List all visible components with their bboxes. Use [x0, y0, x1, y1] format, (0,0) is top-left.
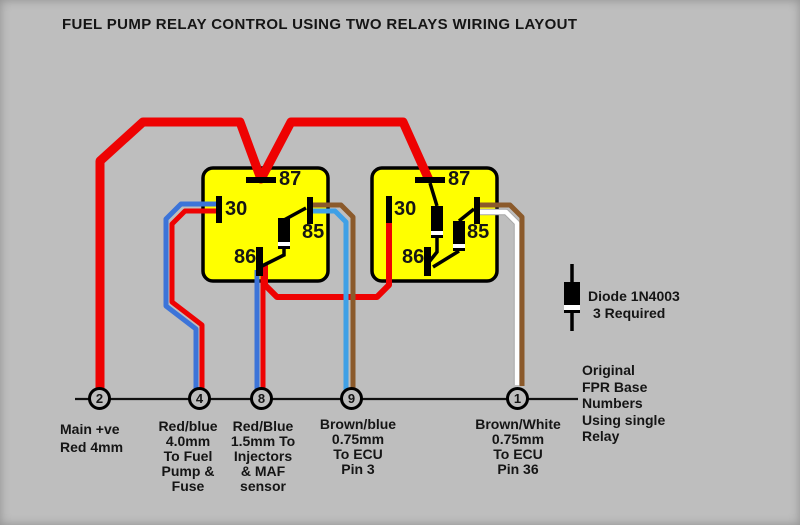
terminal-2-label-line: Main +ve	[60, 421, 120, 437]
relay-1-pin-87-label: 87	[279, 168, 302, 190]
terminal-1-label-line: Brown/White	[475, 416, 561, 432]
diode-legend-line2: 3 Required	[593, 305, 666, 321]
terminal-2-label: Main +ve Red 4mm	[60, 421, 180, 456]
relay-1-diode-85-86	[261, 206, 307, 268]
terminal-9-label-line: Brown/blue	[319, 416, 397, 432]
wire-red-main-feed	[95, 117, 434, 390]
terminal-9-label-line: 0.75mm	[331, 431, 385, 447]
fpr-note-line: Relay	[582, 428, 620, 444]
terminal-1-circle: 1	[506, 387, 529, 410]
relay-1-pin-85-label: 85	[302, 221, 325, 243]
terminal-8-label-line: & MAF	[240, 463, 286, 479]
terminal-2-label-line: Red 4mm	[60, 438, 124, 455]
terminal-8-label-line: sensor	[240, 478, 286, 494]
relay-2-pin-30-label: 30	[394, 198, 417, 220]
relay-2-pin-87-bar	[415, 177, 445, 183]
terminal-8-label-line: 1.5mm To	[230, 433, 296, 449]
relay-2-pin-30-bar	[386, 196, 392, 223]
terminal-4-label-line: To Fuel	[163, 448, 213, 464]
fpr-note-line: Numbers	[582, 395, 643, 411]
fpr-note-line: Original	[582, 362, 635, 378]
terminal-9-label: Brown/blue 0.75mm To ECU Pin 3	[303, 417, 413, 477]
relay-1-pin-30-bar	[216, 196, 222, 223]
relay-1-pin-30-label: 30	[225, 198, 248, 220]
terminal-4-label: Red/blue 4.0mm To Fuel Pump & Fuse	[133, 419, 243, 494]
wire-brown-relay2-85-to-terminal-1	[480, 202, 525, 386]
terminal-8-label-line: Injectors	[233, 448, 293, 464]
terminal-2-number: 2	[95, 391, 104, 406]
relay-1-pin-86-bar	[256, 247, 263, 276]
terminal-9-number: 9	[347, 391, 356, 406]
wire-brown-relay1-85-to-terminal-9	[313, 202, 356, 390]
terminal-9-circle: 9	[340, 387, 363, 410]
relay-2-pin-85-label: 85	[467, 221, 490, 243]
terminal-9-label-line: To ECU	[333, 446, 383, 462]
wire-blue-relay1-30-to-terminal-4	[163, 201, 216, 390]
wire-blue-relay1-85-to-terminal-9	[313, 208, 349, 390]
terminal-4-label-line: Red/blue	[158, 418, 218, 434]
terminal-1-label-line: Pin 36	[497, 461, 539, 477]
relay-2-pin-85-bar	[474, 197, 480, 224]
relay-2-diode-87-86	[427, 182, 443, 264]
terminal-2-circle: 2	[88, 387, 111, 410]
fpr-note-line: FPR Base	[582, 378, 648, 395]
relay-2-pin-86-label: 86	[402, 246, 425, 268]
terminal-1-label-line: To ECU	[493, 446, 543, 462]
terminal-4-circle: 4	[188, 387, 211, 410]
terminal-8-circle: 8	[250, 387, 273, 410]
wire-red-relay1-30-to-terminal-4	[169, 208, 216, 390]
terminal-8-label: Red/Blue 1.5mm To Injectors & MAF sensor	[208, 419, 318, 494]
relay-1-pin-85-bar	[307, 197, 313, 224]
terminal-8-label-line: Red/Blue	[232, 418, 294, 434]
terminal-4-label-line: Pump &	[161, 463, 215, 479]
diagram-title: FUEL PUMP RELAY CONTROL USING TWO RELAYS…	[62, 16, 578, 33]
terminal-1-label-line: 0.75mm	[491, 431, 545, 447]
relay-1-pin-86-label: 86	[234, 246, 257, 268]
terminal-4-number: 4	[195, 391, 204, 406]
relay-2-diode-85-86	[432, 207, 476, 269]
terminal-1-number: 1	[513, 391, 522, 406]
terminal-8-number: 8	[257, 391, 266, 406]
diode-legend-line1: Diode 1N4003	[588, 288, 680, 304]
terminal-9-label-line: Pin 3	[341, 461, 375, 477]
relay-2-pin-86-bar	[424, 247, 431, 276]
terminal-1-label: Brown/White 0.75mm To ECU Pin 36	[463, 417, 573, 477]
relay-2-pin-87-label: 87	[448, 168, 471, 190]
terminal-4-label-line: 4.0mm	[165, 433, 211, 449]
diode-legend-symbol	[564, 264, 580, 331]
fpr-note-line: Using single	[582, 411, 666, 428]
fpr-note: Original FPR Base Numbers Using single R…	[582, 362, 665, 445]
wire-white-relay2-85-to-terminal-1	[480, 209, 520, 385]
terminal-4-label-line: Fuse	[171, 478, 205, 494]
relay-1-pin-87-bar	[246, 177, 276, 183]
